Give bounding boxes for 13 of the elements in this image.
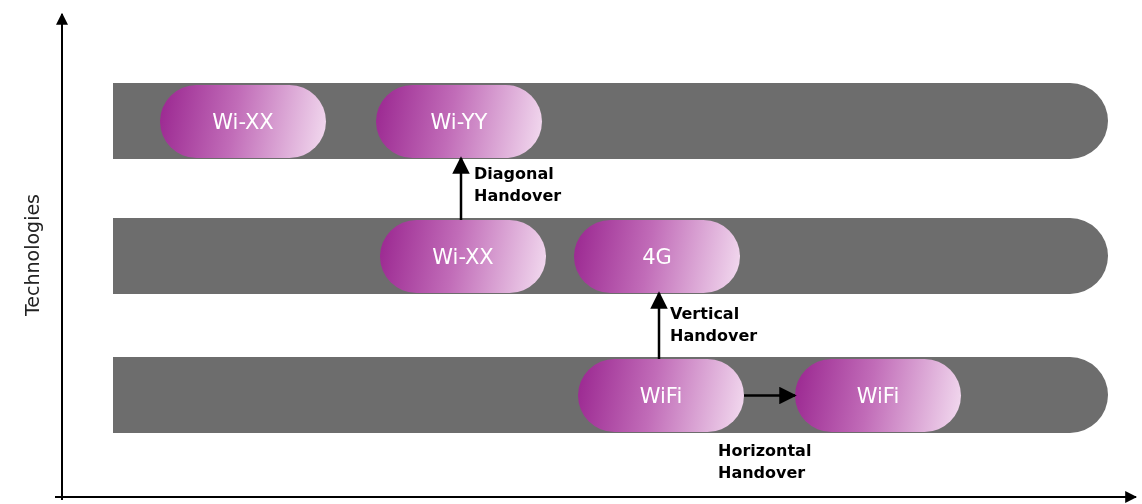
- technology-pill: Wi-XX: [160, 85, 326, 158]
- axis-label: Technologies: [21, 193, 44, 317]
- technology-pill: Wi-YY: [376, 85, 542, 158]
- technology-band: [113, 357, 1108, 433]
- arrow: [452, 156, 470, 220]
- arrow: [744, 386, 797, 405]
- arrow: [650, 291, 668, 359]
- technology-pill: 4G: [574, 220, 740, 293]
- technology-pill: WiFi: [578, 359, 744, 432]
- technology-band: [113, 218, 1108, 294]
- technology-pill: Wi-XX: [380, 220, 546, 293]
- technology-pill: WiFi: [795, 359, 961, 432]
- technology-band: [113, 83, 1108, 159]
